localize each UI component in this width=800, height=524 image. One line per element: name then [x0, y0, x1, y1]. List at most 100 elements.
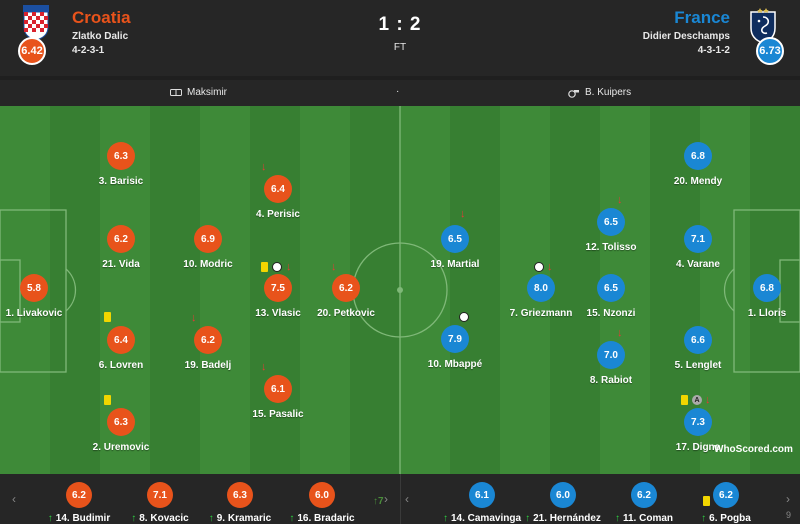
player-name: 15. Nzonzi: [586, 308, 636, 319]
player-name: ↑16. Bradaric: [282, 513, 362, 524]
player-lloris[interactable]: 6.8 1. Lloris: [722, 274, 800, 319]
away-team-name[interactable]: France: [674, 8, 730, 27]
player-perisic[interactable]: 6.4 4. Perisic: [233, 175, 323, 220]
player-livakovic[interactable]: 5.8 1. Livakovic: [0, 274, 79, 319]
player-name: ↑6. Pogba: [686, 513, 766, 524]
player-mendy[interactable]: 6.8 20. Mendy: [653, 142, 743, 187]
venue: Maksimir: [170, 87, 227, 98]
sub-name-text: 6. Pogba: [709, 513, 751, 524]
more-subs-count-home[interactable]: ↑7: [373, 496, 384, 507]
player-rating: 6.2: [631, 482, 657, 508]
sub-on-arrow-icon: ↑: [373, 496, 378, 507]
sub-off-arrow-icon: ↓: [547, 261, 553, 273]
goal-ball-icon: [534, 262, 544, 272]
subs-prev-button[interactable]: ‹: [12, 492, 16, 506]
yellow-card-icon: [261, 262, 268, 272]
player-rating: 6.2: [66, 482, 92, 508]
player-petkovic[interactable]: 6.2 20. Petkovic: [301, 274, 391, 319]
player-martial[interactable]: 6.5 19. Martial: [410, 225, 500, 270]
player-rating: 7.9: [441, 325, 469, 353]
player-lenglet[interactable]: 6.6 5. Lenglet: [653, 326, 743, 371]
sub-pogba[interactable]: 6.2 ↑6. Pogba: [686, 482, 766, 524]
player-name: 10. Modric: [183, 259, 233, 270]
sub-kovacic[interactable]: 7.1 ↑8. Kovacic: [120, 482, 200, 524]
sub-off-arrow-icon: ↓: [261, 161, 267, 173]
player-name: 6. Lovren: [98, 360, 144, 371]
croatia-crest-icon: [23, 5, 49, 41]
info-separator: ·: [396, 86, 400, 97]
sub-off-arrow-icon: ↓: [261, 361, 267, 373]
away-team-rating: 6.73: [756, 37, 784, 65]
player-rating: 6.3: [107, 408, 135, 436]
player-name: ↑21. Hernández: [523, 513, 603, 524]
sub-budimir[interactable]: 6.2 ↑14. Budimir: [39, 482, 119, 524]
player-name: ↑14. Camavinga: [442, 513, 522, 524]
player-pasalic[interactable]: 6.1 15. Pasalic: [233, 375, 323, 420]
sub-on-arrow-icon: ↑: [442, 513, 448, 524]
yellow-card-icon: [681, 395, 688, 405]
player-vlasic[interactable]: 7.5 13. Vlasic: [233, 274, 323, 319]
match-header: 6.42 Croatia Zlatko Dalic 4-2-3-1 1 : 2 …: [0, 0, 800, 76]
player-varane[interactable]: 7.1 4. Varane: [653, 225, 743, 270]
sub-bradaric[interactable]: 6.0 ↑16. Bradaric: [282, 482, 362, 524]
home-formation: 4-2-3-1: [72, 45, 105, 56]
sub-off-arrow-icon: ↓: [331, 261, 337, 273]
away-coach: Didier Deschamps: [642, 31, 730, 42]
player-rating: 8.0: [527, 274, 555, 302]
player-rating: 6.1: [264, 375, 292, 403]
home-team-name[interactable]: Croatia: [72, 8, 131, 27]
player-name: ↑11. Coman: [604, 513, 684, 524]
whoscored-watermark: WhoScored.com: [714, 444, 793, 455]
sub-hernandez[interactable]: 6.0 ↑21. Hernández: [523, 482, 603, 524]
sub-camavinga[interactable]: 6.1 ↑14. Camavinga: [442, 482, 522, 524]
sub-on-arrow-icon: ↑: [47, 513, 53, 524]
substitutes-bar: ‹ ‹ › › 6.2 ↑14. Budimir 7.1 ↑8. Kovacic…: [0, 474, 800, 524]
player-griezmann[interactable]: 8.0 7. Griezmann: [496, 274, 586, 319]
player-rating: 6.8: [753, 274, 781, 302]
sub-off-arrow-icon: ↓: [191, 312, 197, 324]
player-nzonzi[interactable]: 6.5 15. Nzonzi: [566, 274, 656, 319]
sub-coman[interactable]: 6.2 ↑11. Coman: [604, 482, 684, 524]
player-rating: 6.3: [107, 142, 135, 170]
watermark-text: WhoScored: [714, 444, 770, 455]
player-vida[interactable]: 6.2 21. Vida: [76, 225, 166, 270]
sub-off-arrow-icon: ↓: [617, 327, 623, 339]
player-rating: 6.5: [597, 208, 625, 236]
player-lovren[interactable]: 6.4 6. Lovren: [76, 326, 166, 371]
player-name: 1. Lloris: [747, 308, 787, 319]
player-rating: 5.8: [20, 274, 48, 302]
player-modric[interactable]: 6.9 10. Modric: [163, 225, 253, 270]
sub-name-text: 9. Kramaric: [216, 513, 272, 524]
player-badelj[interactable]: 6.2 19. Badelj: [163, 326, 253, 371]
player-rating: 7.1: [684, 225, 712, 253]
player-mbappe[interactable]: 7.9 10. Mbappé: [410, 325, 500, 370]
player-barisic[interactable]: 6.3 3. Barisic: [76, 142, 166, 187]
subs-prev-button-away[interactable]: ‹: [405, 492, 409, 506]
captain-badge-icon: A: [692, 395, 702, 405]
player-uremovic[interactable]: 6.3 2. Uremovic: [76, 408, 166, 453]
sub-kramaric[interactable]: 6.3 ↑9. Kramaric: [200, 482, 280, 524]
subs-next-button-home[interactable]: ›: [384, 492, 388, 506]
player-tolisso[interactable]: 6.5 12. Tolisso: [566, 208, 656, 253]
referee-name: B. Kuipers: [585, 87, 632, 98]
player-name: 17. Digne: [675, 442, 721, 453]
sub-off-arrow-icon: ↓: [617, 194, 623, 206]
subs-next-button[interactable]: ›: [786, 492, 790, 506]
yellow-card-icon: [104, 312, 111, 322]
player-rating: 6.6: [684, 326, 712, 354]
player-name: 20. Petkovic: [317, 308, 375, 319]
player-rating: 6.5: [441, 225, 469, 253]
player-rating: 7.0: [597, 341, 625, 369]
player-digne[interactable]: 7.3 17. Digne: [653, 408, 743, 453]
more-subs-count-away[interactable]: 9: [786, 510, 792, 520]
player-rabiot[interactable]: 7.0 8. Rabiot: [566, 341, 656, 386]
more-subs-number: 7: [378, 496, 384, 507]
subs-divider: [400, 474, 401, 524]
player-name: 10. Mbappé: [427, 359, 483, 370]
referee: B. Kuipers: [568, 87, 631, 98]
player-name: ↑14. Budimir: [39, 513, 119, 524]
sub-on-arrow-icon: ↑: [289, 513, 295, 524]
yellow-card-icon: [104, 395, 111, 405]
player-name: 13. Vlasic: [255, 308, 301, 319]
